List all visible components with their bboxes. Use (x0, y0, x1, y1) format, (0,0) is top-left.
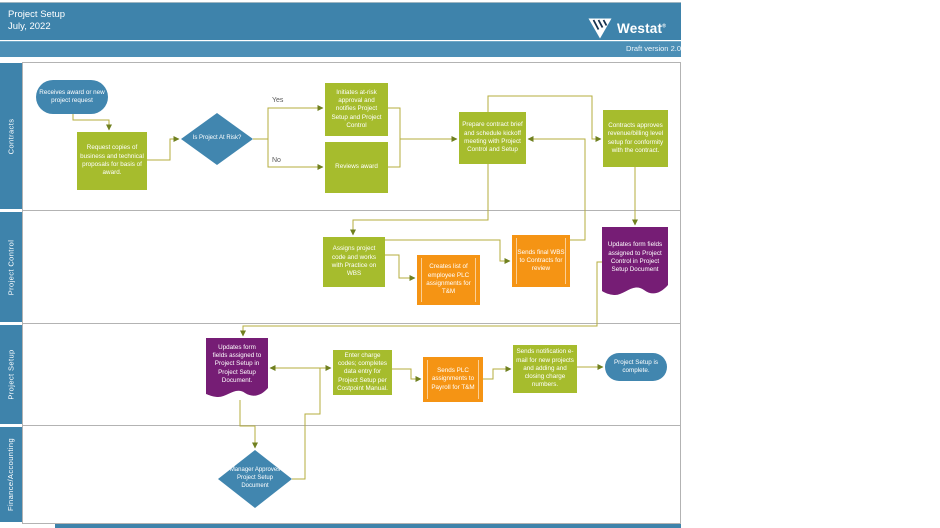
lane-border-right (680, 62, 681, 523)
node-label: Contracts approves revenue/billing level… (607, 121, 664, 154)
branch-label-yes: Yes (272, 97, 284, 104)
lane-header-contracts: Contracts (0, 63, 22, 209)
lane-divider-1 (22, 210, 681, 211)
node-updates-fields-project-control: Updates form fields assigned to Project … (602, 227, 668, 298)
node-label: Updates form fields assigned to Project … (607, 241, 663, 274)
node-label: Sends final WBS to Contracts for review (517, 248, 565, 273)
node-receives-award: Receives award or new project request (36, 80, 108, 114)
lane-header-finance-accounting: Finance/Accounting (0, 427, 22, 522)
node-project-setup-complete: Project Setup is complete. (605, 353, 667, 381)
node-creates-plc-list: Creates list of employee PLC assignments… (417, 255, 480, 305)
version-bar (0, 41, 681, 57)
node-label: Project Setup is complete. (613, 358, 659, 374)
node-updates-fields-project-setup: Updates form fields assigned to Project … (206, 338, 268, 400)
node-initiates-at-risk: Initiates at-risk approval and notifies … (325, 83, 388, 136)
lane-divider-2 (22, 323, 681, 324)
node-label: Reviews award (335, 163, 378, 171)
connector-layer (72, 95, 638, 480)
lane-border-top (22, 62, 681, 63)
document-shape-icon (206, 338, 268, 398)
node-label: Creates list of employee PLC assignments… (426, 263, 471, 296)
node-label: Receives award or new project request (39, 88, 105, 104)
lane-border-bottom (22, 523, 681, 524)
westat-logo-text: Westat® (617, 21, 667, 36)
node-prepare-contract-brief: Prepare contract brief and schedule kick… (459, 112, 526, 164)
node-reviews-award: Reviews award (325, 142, 388, 193)
title-line1: Project Setup (8, 9, 66, 20)
node-label: Manager Approves Project Setup Document (229, 467, 281, 489)
node-request-copies: Request copies of business and technical… (77, 132, 147, 190)
bottom-accent-bar (55, 524, 681, 528)
lane-divider-3 (22, 425, 681, 426)
node-label: Request copies of business and technical… (80, 144, 144, 177)
node-label: Prepare contract brief and schedule kick… (462, 121, 523, 154)
westat-logo-icon (588, 18, 612, 39)
top-divider (0, 2, 681, 3)
lane-header-project-control: Project Control (0, 212, 22, 322)
node-contracts-approves: Contracts approves revenue/billing level… (603, 110, 668, 167)
document-shape-icon (602, 227, 668, 296)
node-label: Initiates at-risk approval and notifies … (331, 88, 382, 129)
node-sends-final-wbs: Sends final WBS to Contracts for review (512, 235, 570, 287)
westat-logo: Westat® (588, 18, 666, 39)
lane-label-divider (22, 62, 23, 523)
version-label: Draft version 2.0 (625, 44, 681, 53)
node-label: Enter charge codes; completes data entry… (337, 351, 388, 392)
node-label: Sends PLC assignments to Payroll for T&M (431, 367, 475, 391)
branch-label-no: No (272, 157, 281, 164)
node-label: Is Project At Risk? (192, 135, 242, 142)
registered-mark: ® (662, 23, 667, 30)
node-sends-notification-email: Sends notification e-mail for new projec… (513, 345, 577, 393)
title-line2: July, 2022 (8, 21, 51, 32)
node-label: Assigns project code and works with Prac… (331, 245, 377, 278)
node-label: Sends notification e-mail for new projec… (516, 348, 574, 389)
node-sends-plc-payroll: Sends PLC assignments to Payroll for T&M (423, 357, 483, 402)
node-enter-charge-codes: Enter charge codes; completes data entry… (333, 350, 392, 395)
node-assigns-project-code: Assigns project code and works with Prac… (323, 237, 385, 287)
lane-header-project-setup: Project Setup (0, 325, 22, 424)
node-label: Updates form fields assigned to Project … (212, 343, 262, 384)
